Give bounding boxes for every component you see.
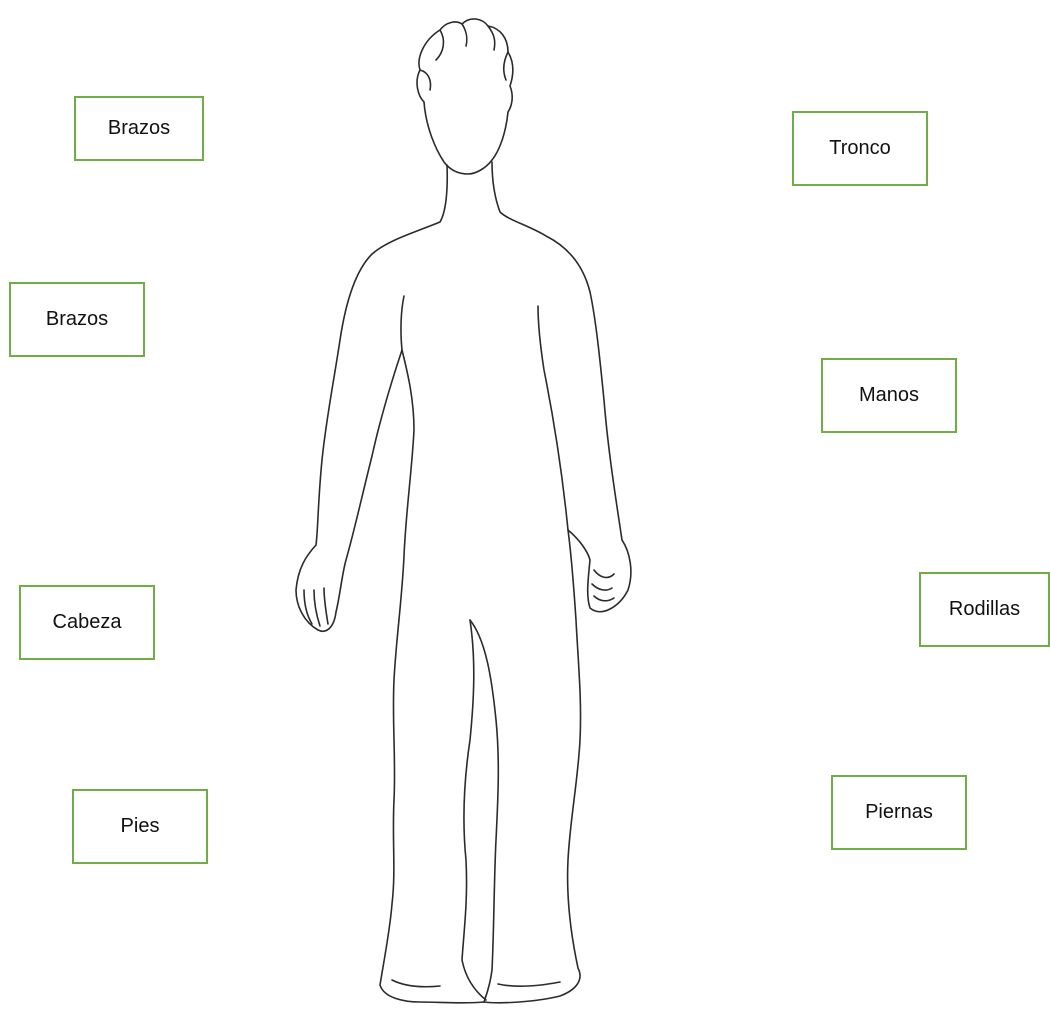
head-outline — [417, 19, 513, 174]
label-text: Pies — [121, 815, 160, 838]
hair-tuft — [420, 70, 431, 90]
right-hand-finger — [592, 584, 612, 590]
left-foot-detail — [392, 980, 440, 987]
right-foot-detail — [498, 982, 560, 986]
right-hand-finger — [594, 570, 614, 577]
label-box-piernas[interactable]: Piernas — [831, 775, 967, 850]
label-box-cabeza[interactable]: Cabeza — [19, 585, 155, 660]
label-box-brazos-top[interactable]: Brazos — [74, 96, 204, 161]
label-text: Manos — [859, 384, 919, 407]
body-outline — [296, 162, 631, 1003]
label-text: Rodillas — [949, 598, 1020, 621]
child-body-outline — [280, 0, 660, 1013]
label-box-tronco[interactable]: Tronco — [792, 111, 928, 186]
label-box-rodillas[interactable]: Rodillas — [919, 572, 1050, 647]
label-box-manos[interactable]: Manos — [821, 358, 957, 433]
label-text: Brazos — [108, 117, 170, 140]
label-box-brazos-left[interactable]: Brazos — [9, 282, 145, 357]
label-text: Cabeza — [53, 611, 122, 634]
label-text: Tronco — [829, 137, 891, 160]
right-arm-inner-line — [538, 306, 568, 530]
hair-tuft — [488, 26, 495, 50]
leg-split-line — [462, 620, 486, 1000]
left-hand-finger — [324, 588, 328, 624]
left-arm-inner-line — [401, 296, 404, 350]
left-hand-finger — [314, 590, 320, 626]
hair-tuft — [436, 30, 443, 60]
right-hand-finger — [594, 596, 614, 601]
hair-tuft — [504, 52, 508, 80]
hair-tuft — [462, 24, 467, 46]
label-box-pies[interactable]: Pies — [72, 789, 208, 864]
label-text: Brazos — [46, 308, 108, 331]
label-text: Piernas — [865, 801, 933, 824]
